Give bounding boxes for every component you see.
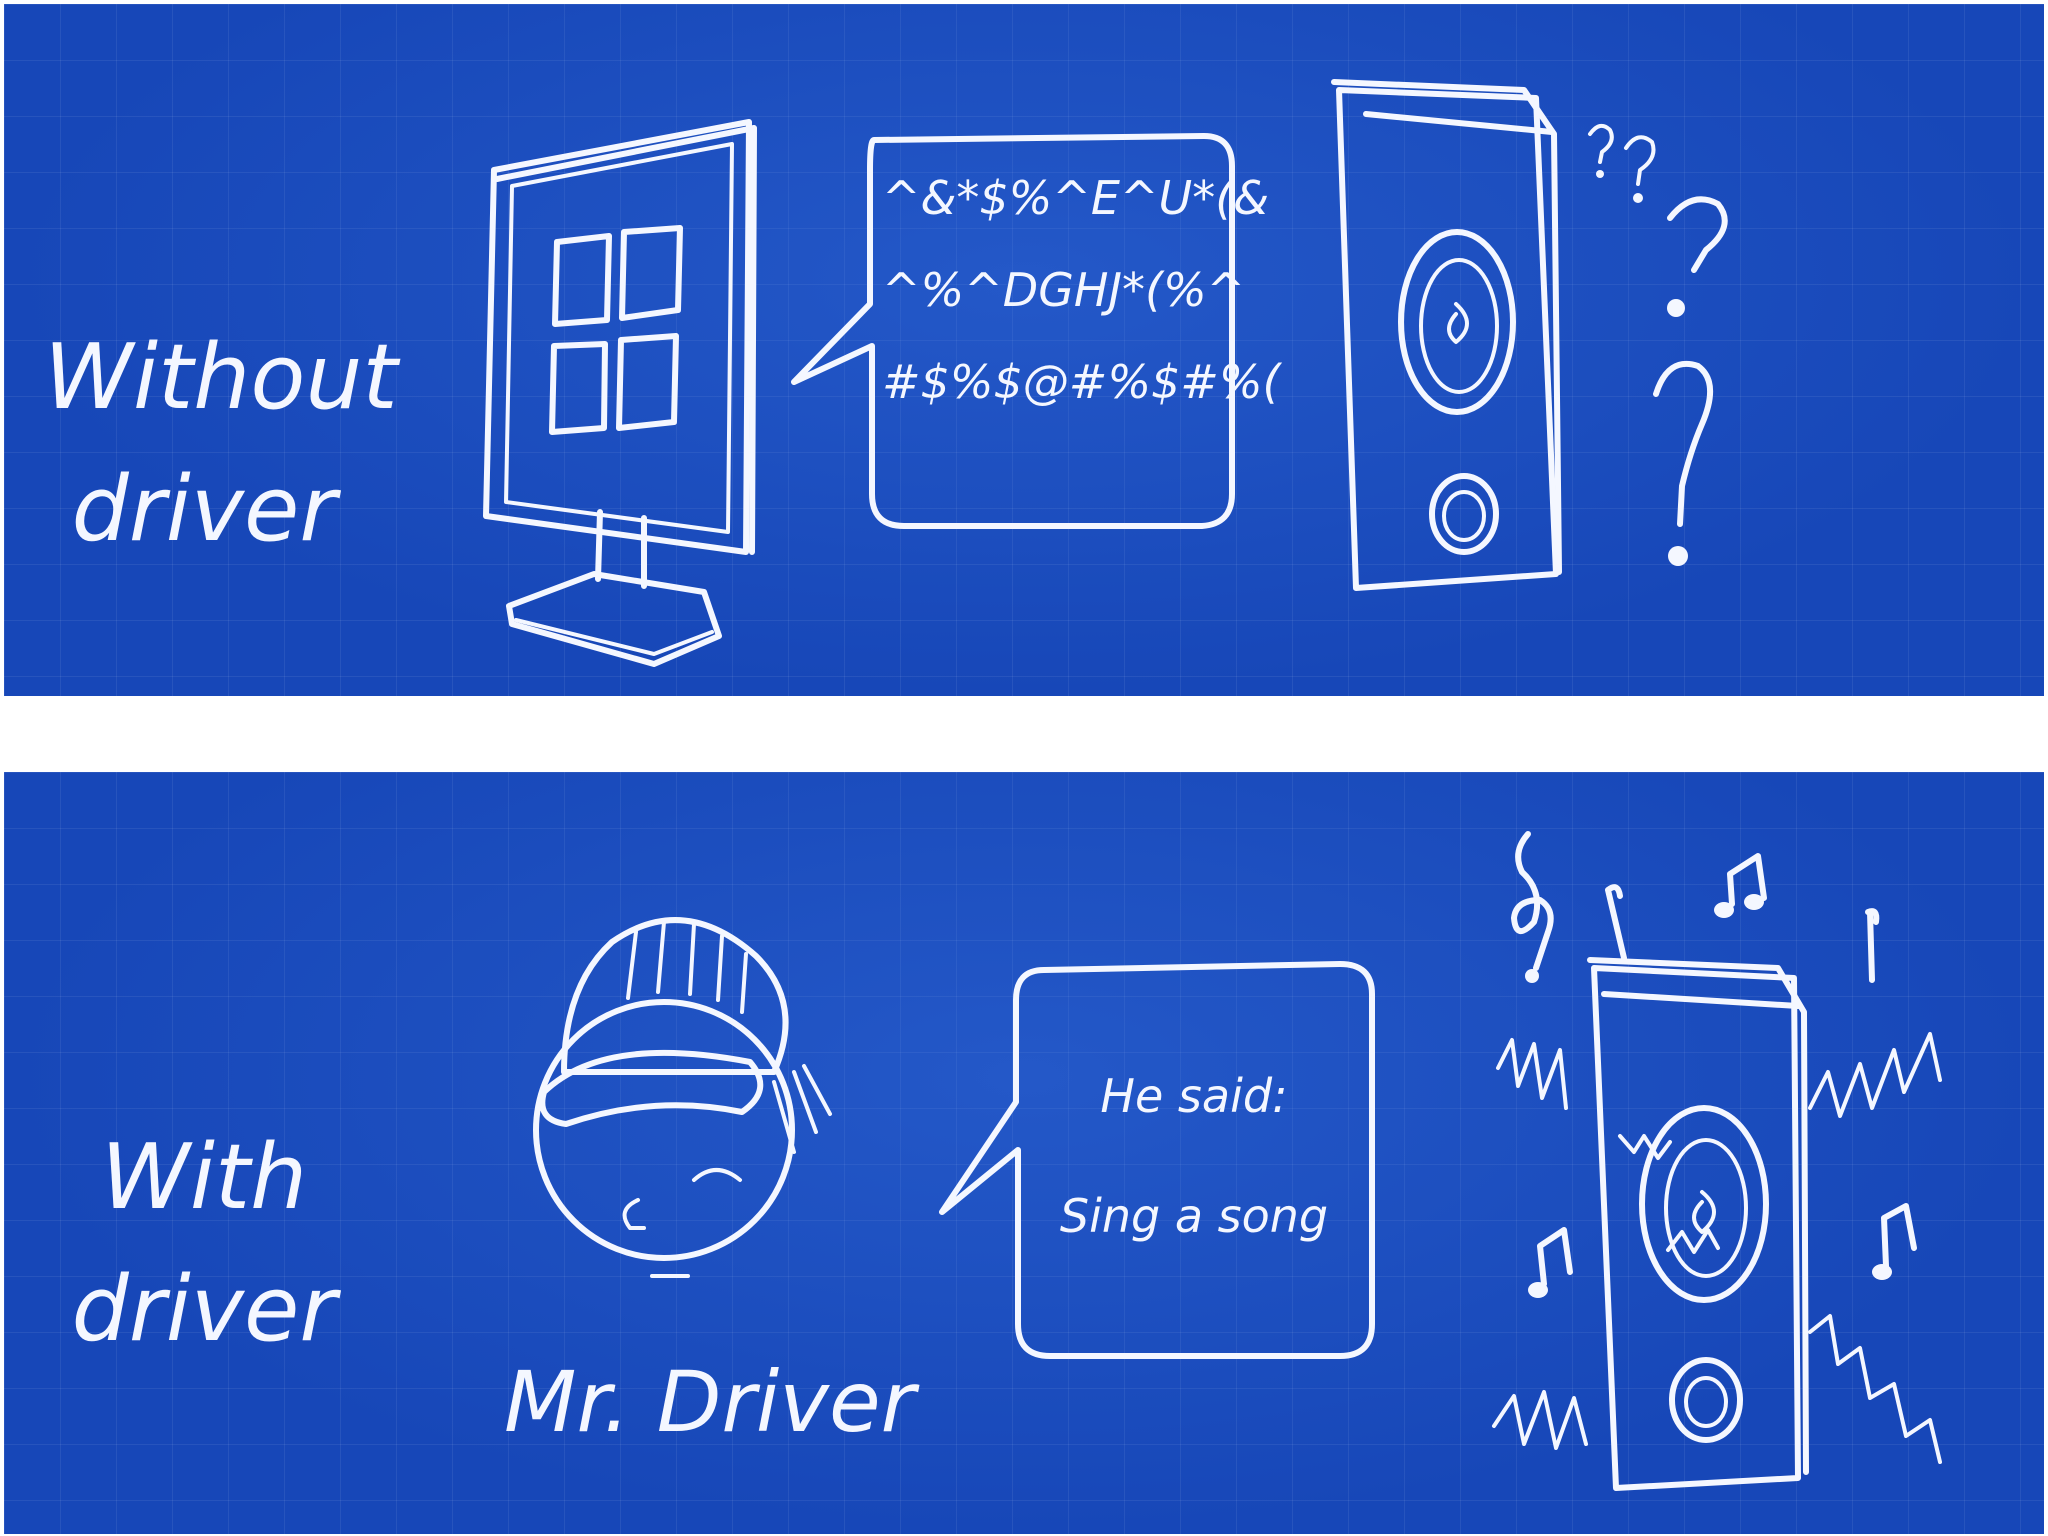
bubble-gibberish-line2: ^%^DGHJ*(%^ <box>882 263 1246 317</box>
bubble-sing-a-song: Sing a song <box>1059 1189 1329 1243</box>
bubble-gibberish-line3: #$%$@#%$#%( <box>882 355 1281 409</box>
with-driver-label: With driver <box>44 1112 364 1376</box>
with-driver-panel: With driver <box>4 772 2044 1534</box>
character-name-label: Mr. Driver <box>504 1353 916 1451</box>
speaker-icon-playing <box>1587 957 1809 1491</box>
windows-logo-icon <box>549 225 683 435</box>
with-driver-label-line2: driver <box>71 1257 337 1362</box>
speaker-icon <box>1331 79 1562 591</box>
without-driver-label-line1: Without <box>44 325 398 430</box>
bubble-he-said: He said: <box>1100 1069 1288 1123</box>
with-driver-label-line1: With <box>100 1125 308 1230</box>
bubble-gibberish-line1: ^&*$%^E^U*(& <box>882 171 1270 225</box>
speech-bubble-with-driver <box>939 961 1375 1359</box>
with-driver-sketches <box>533 831 1942 1491</box>
music-note-icon <box>1511 831 1917 1298</box>
without-driver-label-line2: driver <box>71 457 337 562</box>
sound-wave-icon <box>1492 1032 1942 1464</box>
speech-bubble-without-driver <box>791 133 1235 529</box>
monitor-icon <box>483 119 757 667</box>
without-driver-label: Without driver <box>44 312 398 576</box>
without-driver-sketches <box>483 79 1728 667</box>
driver-character-icon <box>533 917 832 1278</box>
question-mark-icon <box>1588 123 1728 566</box>
without-driver-panel: Without driver <box>4 4 2044 696</box>
